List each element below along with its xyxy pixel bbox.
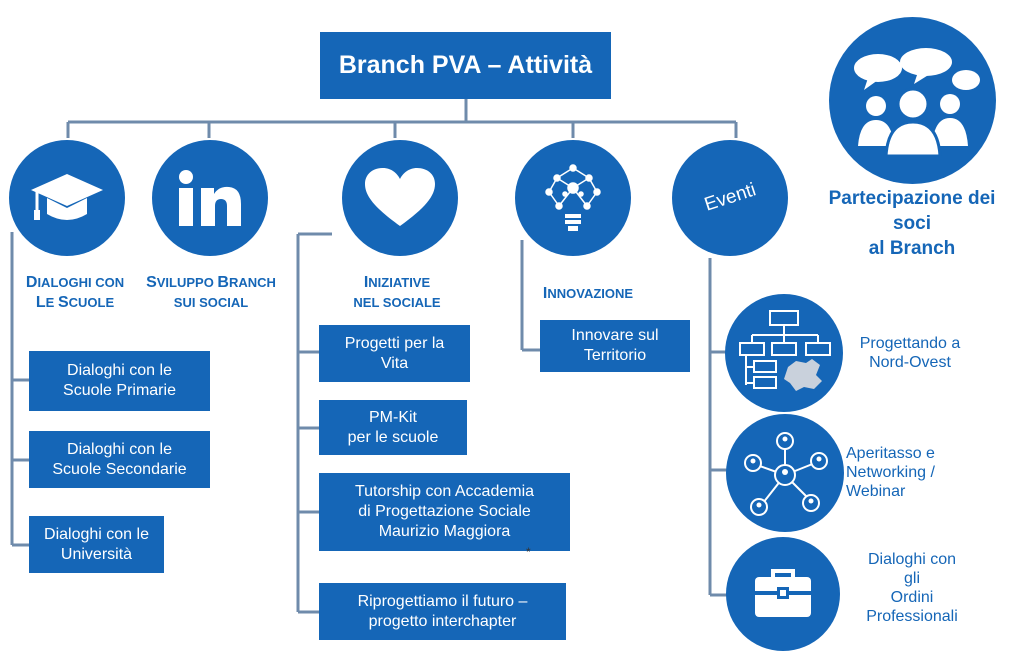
participation-label: Partecipazione dei soci al Branch [828, 188, 996, 259]
footnote-mark: * [526, 545, 531, 559]
toolbox-icon [755, 569, 811, 617]
graduation-cap-icon [31, 174, 103, 220]
eventi-item-circle-3 [726, 537, 840, 651]
network-icon [744, 432, 828, 516]
lightbulb-network-icon [545, 164, 601, 231]
linkedin-icon [179, 170, 241, 226]
scuole-caption: DIALOGHI CON LE SCUOLE [25, 274, 125, 311]
eventi-label: Eventi [701, 179, 759, 216]
page-title: Branch PVA – Attività [320, 32, 611, 99]
org-chart-map-icon [739, 310, 831, 391]
eventi-circle: Eventi [672, 140, 788, 256]
sociale-circle [342, 140, 458, 256]
sociale-caption: INIZIATIVE NEL SOCIALE [353, 274, 441, 310]
innovazione-circle [515, 140, 631, 256]
heart-icon [365, 168, 435, 226]
social-circle [152, 140, 268, 256]
innovazione-caption: INNOVAZIONE [542, 285, 634, 302]
participation-circle [829, 17, 996, 184]
people-chat-icon [853, 47, 980, 156]
social-caption: SVILUPPO BRANCH SUI SOCIAL [146, 274, 276, 310]
item-riprogettiamo: Riprogettiamo il futuro –progetto interc… [319, 583, 566, 640]
scuole-circle [9, 140, 125, 256]
eventi-item-circle-2 [726, 414, 844, 532]
eventi-item-circle-1 [725, 294, 843, 412]
